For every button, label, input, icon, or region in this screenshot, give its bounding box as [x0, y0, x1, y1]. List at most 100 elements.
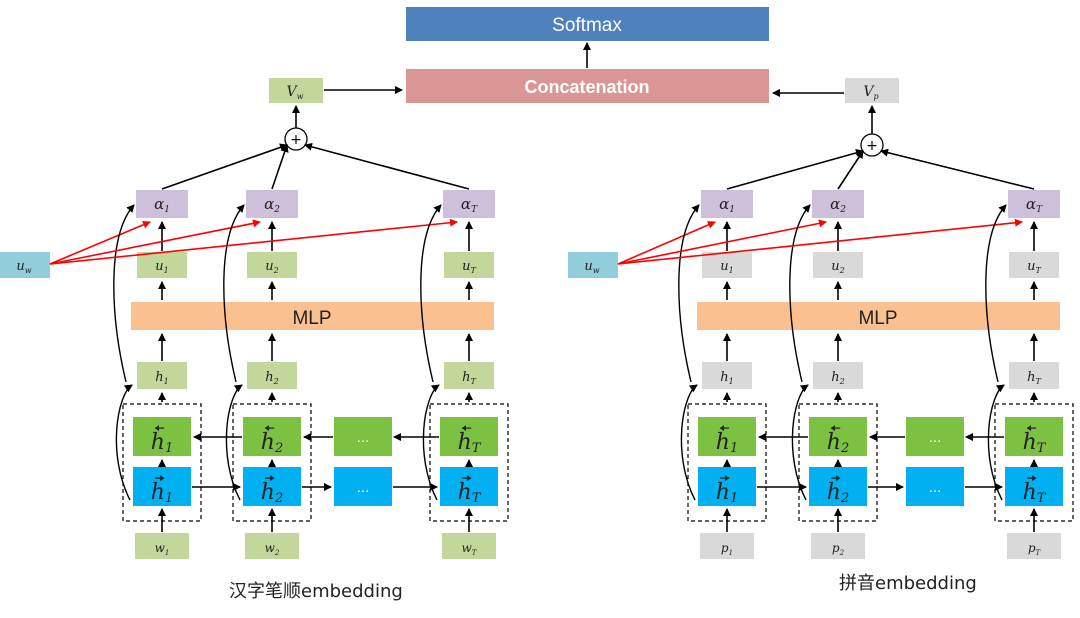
alpha-label-2: α2	[264, 195, 280, 215]
h-box-3	[1009, 362, 1059, 389]
alpha-box-1	[136, 190, 188, 218]
h-forward-box-1	[698, 467, 756, 506]
left-caption: 汉字笔顺embedding	[229, 581, 403, 602]
h-forward-label-2-forward-arrowhead-icon	[836, 475, 841, 482]
h-backward-label-2: h2	[261, 430, 283, 456]
mlp-box	[697, 302, 1060, 330]
h-backward-label-3-backward-arrowhead-icon	[1026, 425, 1031, 432]
h-backward-label-1-backward-arrowhead-icon	[719, 425, 724, 432]
alpha-label-2: α2	[830, 195, 846, 215]
h-backward-label-3: hT	[1023, 430, 1047, 456]
h-backward-box-2	[243, 417, 301, 456]
ellipsis-forward-box	[906, 467, 964, 506]
alpha-to-sum-arrow-1	[726, 149, 864, 190]
h-label-2: h2	[831, 370, 844, 386]
h-forward-label-1-forward-arrowhead-icon	[160, 475, 165, 482]
h-forward-label-2: h2	[827, 480, 849, 506]
h-label-1: h1	[720, 370, 733, 386]
alpha-to-sum-arrow-3	[880, 148, 1035, 190]
uw-to-alpha-red-arrow-1	[49, 221, 151, 265]
u-label-3: uT	[1027, 259, 1041, 275]
h-backward-label-1: h1	[716, 430, 738, 456]
cell-to-h-curve-2	[791, 384, 809, 501]
ellipsis-backward-box	[906, 417, 964, 456]
v-box	[845, 78, 899, 103]
uw-label: uw	[16, 259, 31, 275]
cell-to-h-curve-2	[225, 384, 243, 501]
h-backward-label-1: h1	[151, 430, 173, 456]
alpha-to-sum-arrow-3	[304, 142, 470, 190]
alpha-to-sum-arrow-1	[161, 143, 288, 190]
ellipsis-forward-label: ...	[929, 479, 942, 496]
alpha-label-1: α1	[719, 195, 735, 215]
input-box-1	[135, 533, 189, 559]
plus-icon: +	[290, 132, 302, 148]
u-label-2: u2	[831, 259, 844, 275]
h-to-alpha-curve-2	[223, 204, 245, 383]
h-forward-label-1-forward-arrowhead-icon	[725, 475, 730, 482]
u-box-3	[444, 252, 494, 278]
u-box-3	[1009, 252, 1059, 278]
input-label-3: pT	[1028, 541, 1042, 557]
h-forward-label-2: h2	[261, 480, 283, 506]
mlp-label: MLP	[858, 308, 897, 329]
h-box-1	[702, 362, 752, 389]
h-forward-label-3-forward-arrowhead-icon	[467, 475, 472, 482]
h-forward-label-1: h1	[151, 480, 173, 506]
h-backward-box-3	[1005, 417, 1063, 456]
u-box-2	[247, 252, 297, 278]
cell-to-h-curve-1	[680, 384, 698, 501]
h-label-2: h2	[265, 370, 278, 386]
h-label-3: hT	[1027, 370, 1041, 386]
h-forward-box-1	[133, 467, 191, 506]
h-forward-box-2	[243, 467, 301, 506]
input-box-3	[1007, 533, 1061, 559]
u-box-1	[702, 252, 752, 278]
h-backward-box-1	[698, 417, 756, 456]
alpha-box-3	[1008, 190, 1060, 218]
ellipsis-backward-label: ...	[357, 429, 370, 446]
alpha-label-1: α1	[154, 195, 170, 215]
h-forward-label-1: h1	[716, 480, 738, 506]
input-box-2	[811, 533, 865, 559]
u-label-3: uT	[462, 259, 476, 275]
h-label-1: h1	[155, 370, 168, 386]
h-label-3: hT	[462, 370, 476, 386]
cell-to-h-curve-3	[422, 384, 440, 501]
uw-to-alpha-red-arrow-1	[617, 221, 716, 265]
h-forward-box-3	[1005, 467, 1063, 506]
right-panel: Vp+MLPuwα1u1h1h1h1p1α2u2h2h2h2p2αTuThThT…	[568, 78, 1074, 559]
h-forward-label-2-forward-arrowhead-icon	[270, 475, 275, 482]
v-label: Vp	[863, 84, 878, 101]
u-box-1	[137, 252, 187, 278]
cell-to-h-curve-1	[115, 384, 133, 501]
v-label: Vw	[287, 84, 304, 101]
alpha-to-sum-arrow-2	[837, 150, 864, 190]
h-to-alpha-curve-3	[985, 204, 1007, 383]
h-box-3	[444, 362, 494, 389]
input-label-1: w1	[155, 541, 170, 557]
h-backward-label-3: hT	[458, 430, 482, 456]
alpha-box-2	[812, 190, 864, 218]
cell-to-h-curve-3	[987, 384, 1005, 501]
alpha-label-3: αT	[461, 195, 478, 215]
u-label-1: u1	[155, 259, 168, 275]
alpha-label-3: αT	[1026, 195, 1043, 215]
h-backward-box-2	[809, 417, 867, 456]
h-box-2	[247, 362, 297, 389]
input-box-1	[700, 533, 754, 559]
h-forward-label-3-forward-arrowhead-icon	[1032, 475, 1037, 482]
uw-box	[568, 252, 618, 278]
uw-label: uw	[584, 259, 599, 275]
uw-to-alpha-red-arrow-3	[49, 218, 458, 265]
plus-icon: +	[866, 138, 878, 154]
ellipsis-backward-label: ...	[929, 429, 942, 446]
uw-to-alpha-red-arrow-2	[617, 219, 827, 265]
h-backward-label-2-backward-arrowhead-icon	[830, 425, 835, 432]
h-forward-box-3	[440, 467, 498, 506]
h-forward-label-3: hT	[458, 480, 482, 506]
h-backward-label-1-backward-arrowhead-icon	[154, 425, 159, 432]
h-to-alpha-curve-2	[789, 204, 811, 383]
input-label-1: p1	[721, 541, 733, 557]
h-backward-label-2: h2	[827, 430, 849, 456]
